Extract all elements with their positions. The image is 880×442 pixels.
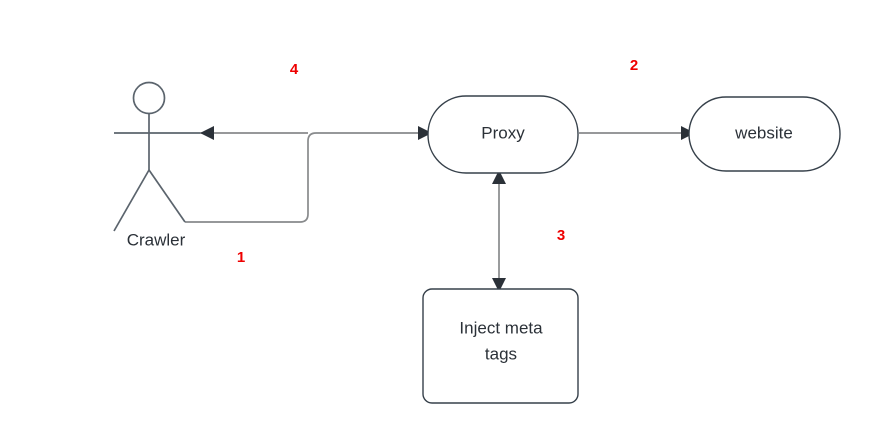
proxy-box[interactable] <box>427 95 579 174</box>
connector-proxy-to-website <box>579 126 695 140</box>
crawler-leg-left <box>113 169 150 232</box>
website-label: website <box>734 123 793 142</box>
arrowhead-into-crawler <box>200 126 214 140</box>
crawler-label: Crawler <box>127 230 186 249</box>
step-label-1: 1 <box>237 249 245 266</box>
node-website[interactable]: website <box>688 96 841 172</box>
inject-meta-tags-box[interactable] <box>422 288 579 404</box>
inject-meta-tags-label-line2: tags <box>485 344 517 363</box>
connector-proxy-to-inject <box>492 170 506 292</box>
node-proxy[interactable]: Proxy <box>427 95 579 174</box>
connector-proxy-to-crawler <box>200 126 308 140</box>
node-inject-meta-tags[interactable]: Inject meta tags <box>422 288 579 404</box>
proxy-label: Proxy <box>481 123 525 142</box>
connector-path-step-1 <box>185 132 418 223</box>
arrowhead-into-proxy <box>418 126 432 140</box>
step-label-3: 3 <box>557 227 565 244</box>
inject-meta-tags-label-line1: Inject meta <box>459 318 543 337</box>
crawler-head-icon <box>132 81 166 115</box>
node-crawler[interactable]: Crawler <box>113 81 200 250</box>
arrowhead-into-proxy-bottom <box>492 170 506 184</box>
arrowhead-into-inject-top <box>492 278 506 292</box>
connector-crawler-to-proxy <box>185 126 432 223</box>
website-box[interactable] <box>688 96 841 172</box>
step-label-4: 4 <box>290 61 299 78</box>
crawler-leg-right <box>148 169 186 223</box>
arrowhead-into-website <box>681 126 695 140</box>
step-label-2: 2 <box>630 57 638 74</box>
